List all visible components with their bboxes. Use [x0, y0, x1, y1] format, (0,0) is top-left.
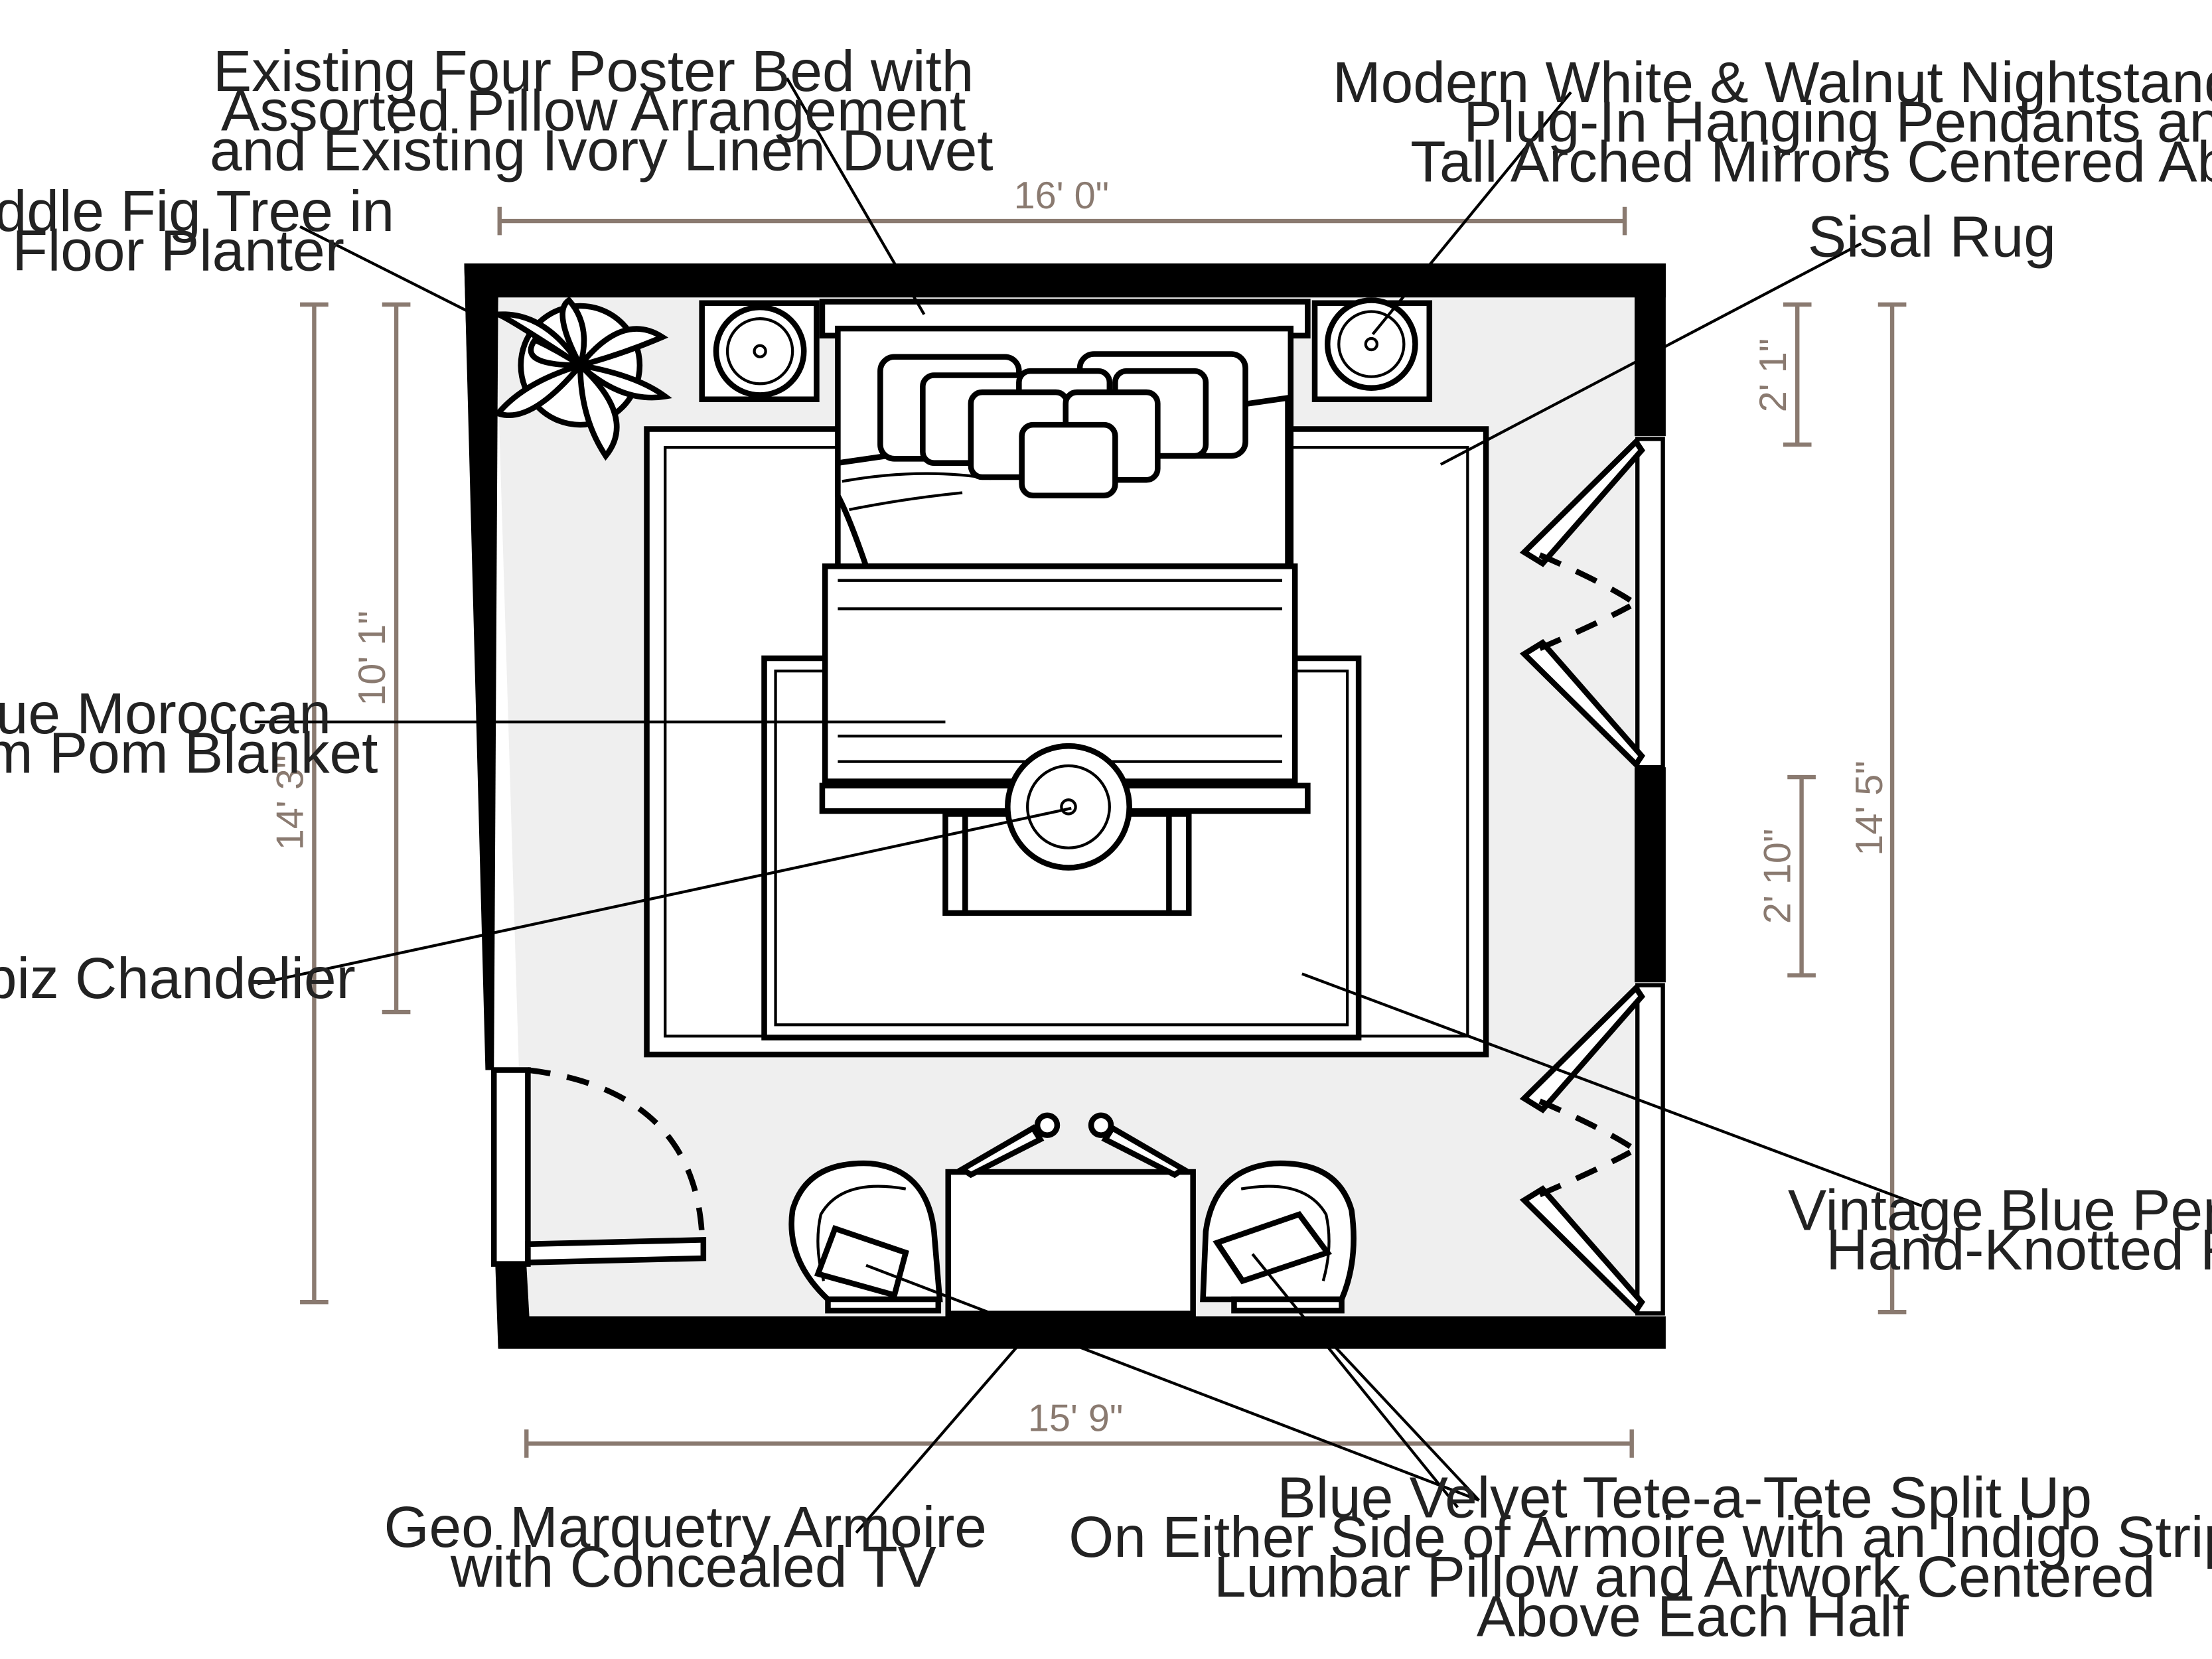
label-chandelier-line: Capiz Chandelier — [0, 946, 356, 1011]
wall-left — [464, 263, 498, 1070]
label-bed-line: Assorted Pillow Arrangement — [221, 78, 966, 143]
dimension-bottom-label: 15' 9" — [1028, 1397, 1123, 1439]
leader-lines — [254, 77, 1923, 1534]
armoire — [945, 1112, 1196, 1317]
tete-a-tete-right — [1200, 1160, 1357, 1314]
label-armoire-line: with Concealed TV — [450, 1534, 936, 1599]
wall-right-middle — [1634, 767, 1666, 983]
dimension-right-upper-label: 2' 1" — [1752, 338, 1795, 412]
dimension-left-total: 14' 3" — [269, 302, 329, 1305]
label-bed-line: Existing Four Poster Bed with — [213, 38, 974, 104]
label-fig-tree: Fiddle Fig Tree in Floor Planter — [0, 179, 410, 283]
label-blanket: Blue Moroccan Pom Pom Blanket — [0, 681, 378, 786]
dimension-left-inner-label: 10' 1" — [351, 611, 394, 705]
label-bed: Existing Four Poster Bed with Assorted P… — [210, 38, 994, 182]
dimension-top: 16' 0" — [497, 175, 1627, 236]
dimension-right-lower-label: 2' 10" — [1757, 829, 1799, 924]
entry-door — [490, 1067, 707, 1267]
fiddle-fig-tree — [493, 296, 672, 461]
label-tete-a-tete-line: Blue Velvet Tete-a-Tete Split Up — [1277, 1465, 2092, 1530]
four-poster-bed — [819, 299, 1311, 814]
label-fig-tree-line: Floor Planter — [12, 218, 344, 283]
label-sisal-rug: Sisal Rug — [1808, 204, 2056, 269]
label-persian-rug-line: Vintage Blue Persian — [1788, 1177, 2212, 1242]
dimension-right-lower: 2' 10" — [1757, 774, 1816, 977]
label-nightstands-line: Tall Arched Mirrors Centered Above — [1410, 129, 2212, 194]
label-nightstands-line: Modern White & Walnut Nightstands with — [1333, 50, 2212, 115]
dimension-right-total-label: 14' 5" — [1848, 760, 1891, 855]
wall-bottom — [498, 1316, 1666, 1349]
label-sisal-rug-line: Sisal Rug — [1808, 204, 2056, 269]
label-chandelier: Capiz Chandelier — [0, 946, 356, 1011]
label-persian-rug-line: Hand-Knotted Rug — [1826, 1217, 2212, 1282]
window-lower — [1519, 983, 1665, 1316]
label-armoire: Geo Marquetry Armoire with Concealed TV — [384, 1494, 1003, 1599]
dimension-right-upper: 2' 1" — [1752, 302, 1812, 447]
label-nightstands: Modern White & Walnut Nightstands with P… — [1333, 50, 2212, 194]
label-tete-a-tete: Blue Velvet Tete-a-Tete Split Up On Eith… — [1069, 1465, 2212, 1648]
label-tete-a-tete-line: On Either Side of Armoire with an Indigo… — [1069, 1504, 2212, 1569]
tete-a-tete-left — [788, 1160, 943, 1314]
dimension-right-total: 14' 5" — [1848, 302, 1907, 1315]
label-armoire-line: Geo Marquetry Armoire — [384, 1494, 987, 1559]
wall-left-lower — [495, 1265, 530, 1349]
label-bed-line: and Existing Ivory Linen Duvet — [210, 117, 994, 182]
nightstand-right — [1311, 297, 1433, 403]
label-persian-rug: Vintage Blue Persian Hand-Knotted Rug — [1788, 1177, 2212, 1282]
label-fig-tree-line: Fiddle Fig Tree in — [0, 179, 394, 244]
dimension-bottom: 15' 9" — [524, 1397, 1634, 1458]
label-blanket-line: Blue Moroccan — [0, 681, 331, 746]
nightstand-left — [699, 300, 820, 403]
dimension-left-total-label: 14' 3" — [269, 755, 311, 850]
dimension-left-inner: 10' 1" — [351, 302, 411, 1015]
label-tete-a-tete-line: Lumbar Pillow and Artwork Centered — [1214, 1544, 2156, 1609]
label-tete-a-tete-line: Above Each Half — [1477, 1583, 1909, 1648]
label-blanket-line: Pom Pom Blanket — [0, 721, 378, 786]
label-nightstands-line: Plug-In Hanging Pendants and — [1463, 90, 2212, 155]
wall-top — [464, 263, 1666, 298]
dimension-top-label: 16' 0" — [1014, 175, 1109, 217]
window-upper — [1519, 437, 1665, 770]
capiz-chandelier — [942, 743, 1192, 916]
